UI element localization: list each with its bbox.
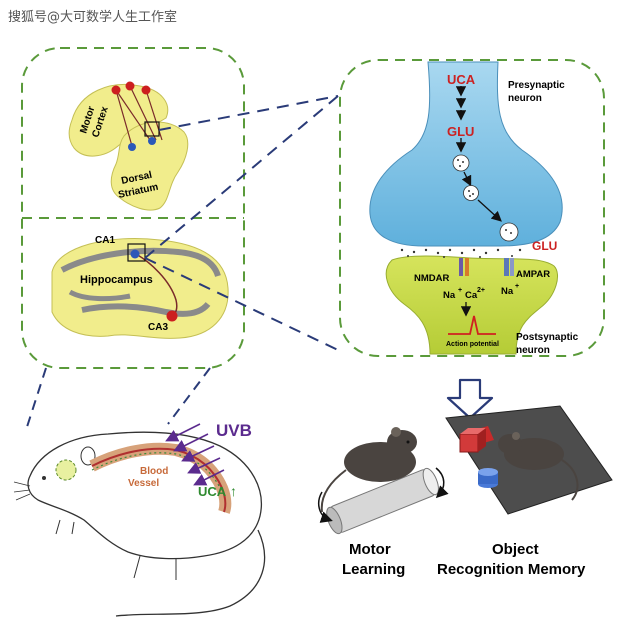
hippocampus-label: Hippocampus	[80, 274, 153, 286]
postsynaptic-spine	[385, 255, 558, 355]
brain-panel-frame	[21, 47, 245, 369]
red-cube	[459, 433, 479, 453]
nmdar-receptor	[459, 258, 469, 276]
glu-label: GLU	[447, 124, 474, 139]
ca1-label: CA1	[95, 235, 115, 246]
action-potential-label: Action potential	[446, 341, 499, 348]
glutamate-dots	[400, 248, 522, 258]
cortex-striatum-drawing: Motor Cortex Dorsal Striatum	[68, 81, 189, 211]
ca1-neuron	[130, 249, 140, 259]
postsynaptic-label-1: Postsynaptic	[516, 332, 579, 343]
action-potential-trace	[448, 315, 496, 335]
presynaptic-label-1: Presynaptic	[508, 80, 565, 91]
uca-up-label: UCA	[198, 484, 227, 499]
ca3-label: CA3	[148, 322, 168, 333]
object-label-1: Object	[492, 541, 539, 558]
glu-release-label: GLU	[532, 239, 557, 253]
ampar-receptor	[504, 258, 514, 276]
brain-panel: Motor Cortex Dorsal Striatum CA1 Hippoca…	[21, 47, 245, 369]
synapse-panel: UCA GLU GLU Presynaptic neuron NMDAR AMP…	[339, 59, 605, 357]
presynaptic-label-2: neuron	[508, 93, 542, 104]
nmdar-label: NMDAR	[414, 273, 449, 284]
ca-charge: 2+	[477, 287, 485, 294]
watermark-text: 搜狐号@大可数学人生工作室	[8, 10, 178, 25]
hippocampus-zoom-box	[127, 243, 146, 262]
vesicle-2	[463, 185, 479, 201]
cortex-neuron-1	[111, 85, 121, 95]
presynaptic-terminal	[369, 61, 563, 247]
ca3-neuron	[166, 310, 178, 322]
object-label-2: Recognition Memory	[437, 561, 586, 578]
mouse-brain-spot	[55, 459, 77, 481]
uvb-label: UVB	[216, 421, 252, 440]
vesicle-3	[499, 222, 519, 242]
vesicle-1	[452, 154, 470, 172]
rotarod-illustration	[317, 427, 449, 535]
striatum-neuron-2	[148, 137, 156, 145]
uvb-rays	[165, 423, 225, 486]
zoom-connectors	[25, 95, 339, 431]
na-ca-plus: +	[458, 287, 462, 294]
na-label: Na	[501, 286, 514, 297]
object-arena-illustration	[445, 405, 613, 515]
ca-label: Ca	[465, 290, 478, 301]
na-charge: +	[515, 283, 519, 290]
ampar-label: AMPAR	[516, 269, 550, 280]
blood-label-1: Blood	[140, 466, 168, 477]
postsynaptic-label-2: neuron	[516, 345, 550, 356]
motor-label-2: Learning	[342, 561, 405, 578]
mouse-uvb-illustration: Blood Vessel UVB UCA ↑	[13, 421, 266, 617]
striatum-neuron-1	[128, 143, 136, 151]
cortex-neuron-3	[141, 85, 151, 95]
cortex-neuron-2	[125, 81, 135, 91]
motor-label-1: Motor	[349, 541, 391, 558]
blood-label-2: Vessel	[128, 478, 159, 489]
synapse-panel-frame	[339, 59, 605, 357]
hippocampus-drawing: CA1 Hippocampus CA3	[51, 235, 229, 339]
down-arrow-icon	[446, 378, 494, 420]
uca-label: UCA	[447, 72, 476, 87]
na-ca-label: Na	[443, 290, 456, 301]
uca-up-arrow-icon: ↑	[230, 483, 237, 499]
